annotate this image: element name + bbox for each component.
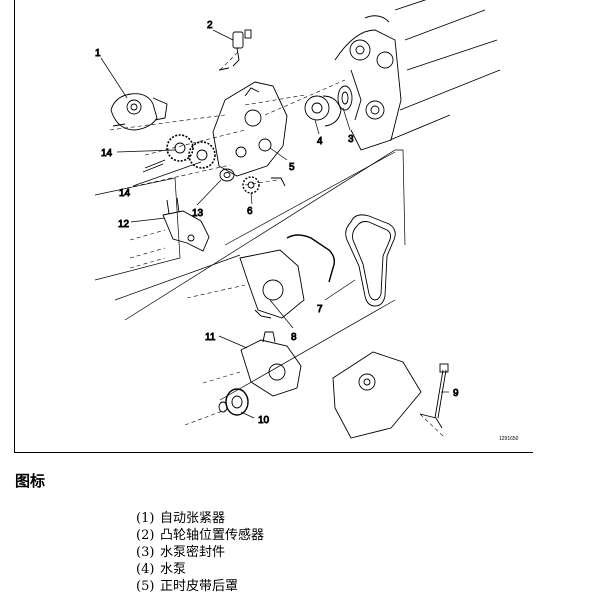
exploded-view-figure: 1 2 3 4 5 6 7 8 9 10 11 12 13 14 14 1291… [14,0,533,453]
legend-item-number: (4) [136,562,155,577]
legend-item: (1) 自动张紧器 [136,510,264,527]
callout-12: 12 [118,219,130,230]
callout-8: 8 [291,332,297,343]
crank-sensor-drawing [332,351,449,439]
legend-list: (1) 自动张紧器 (2) 凸轮轴位置传感器 (3) 水泵密封件 (4) 水泵 (5) 正… [136,510,264,595]
legend-item-number: (5) [136,579,155,594]
callout-14-upper: 14 [101,148,113,159]
legend-heading: 图标 [15,472,46,490]
exploded-view-drawing: 1 2 3 4 5 6 7 8 9 10 11 12 13 14 14 1291… [94,0,519,442]
callout-2: 2 [207,20,213,31]
legend-item-number: (1) [136,511,155,526]
auto-tensioner-drawing [110,93,168,131]
crank-pulley-drawing [218,388,249,416]
callout-9: 9 [453,388,459,399]
callout-3: 3 [348,134,354,145]
leader-lines [100,29,449,419]
lower-cover-drawing [240,331,302,397]
cam-sensor-drawing [218,29,252,71]
callout-7: 7 [317,304,323,315]
callout-6: 6 [247,206,253,217]
legend-item: (4) 水泵 [136,561,264,578]
callout-11: 11 [205,332,216,343]
bracket-drawing [162,197,210,252]
legend-item: (2) 凸轮轴位置传感器 [136,527,264,544]
rear-cover-drawing [212,81,288,187]
callout-14-lower: 14 [119,188,131,199]
legend-item-text: 水泵 [160,562,187,577]
camshaft-sprockets-drawing [142,134,216,173]
callout-4: 4 [317,136,323,147]
callout-10: 10 [258,415,270,426]
water-pump-drawing [304,85,353,127]
front-cover-drawing [239,249,305,319]
callout-5: 5 [289,162,295,173]
timing-belt-drawing [286,214,396,307]
legend-item-text: 自动张紧器 [160,511,226,526]
callout-1: 1 [95,48,101,59]
legend-item-text: 正时皮带后罩 [160,579,239,594]
callout-13: 13 [192,208,204,219]
legend-item-number: (3) [136,545,155,560]
idler-pulleys-drawing [219,168,260,194]
legend-item: (5) 正时皮带后罩 [136,578,264,595]
figure-id: 1291650 [499,436,519,442]
legend-item-text: 水泵密封件 [160,545,226,560]
legend-item-text: 凸轮轴位置传感器 [160,528,265,543]
panel-outlines [94,149,406,401]
guide-lines [109,49,446,439]
engine-block-drawing [334,0,501,151]
legend-item: (3) 水泵密封件 [136,544,264,561]
legend-item-number: (2) [136,528,155,543]
